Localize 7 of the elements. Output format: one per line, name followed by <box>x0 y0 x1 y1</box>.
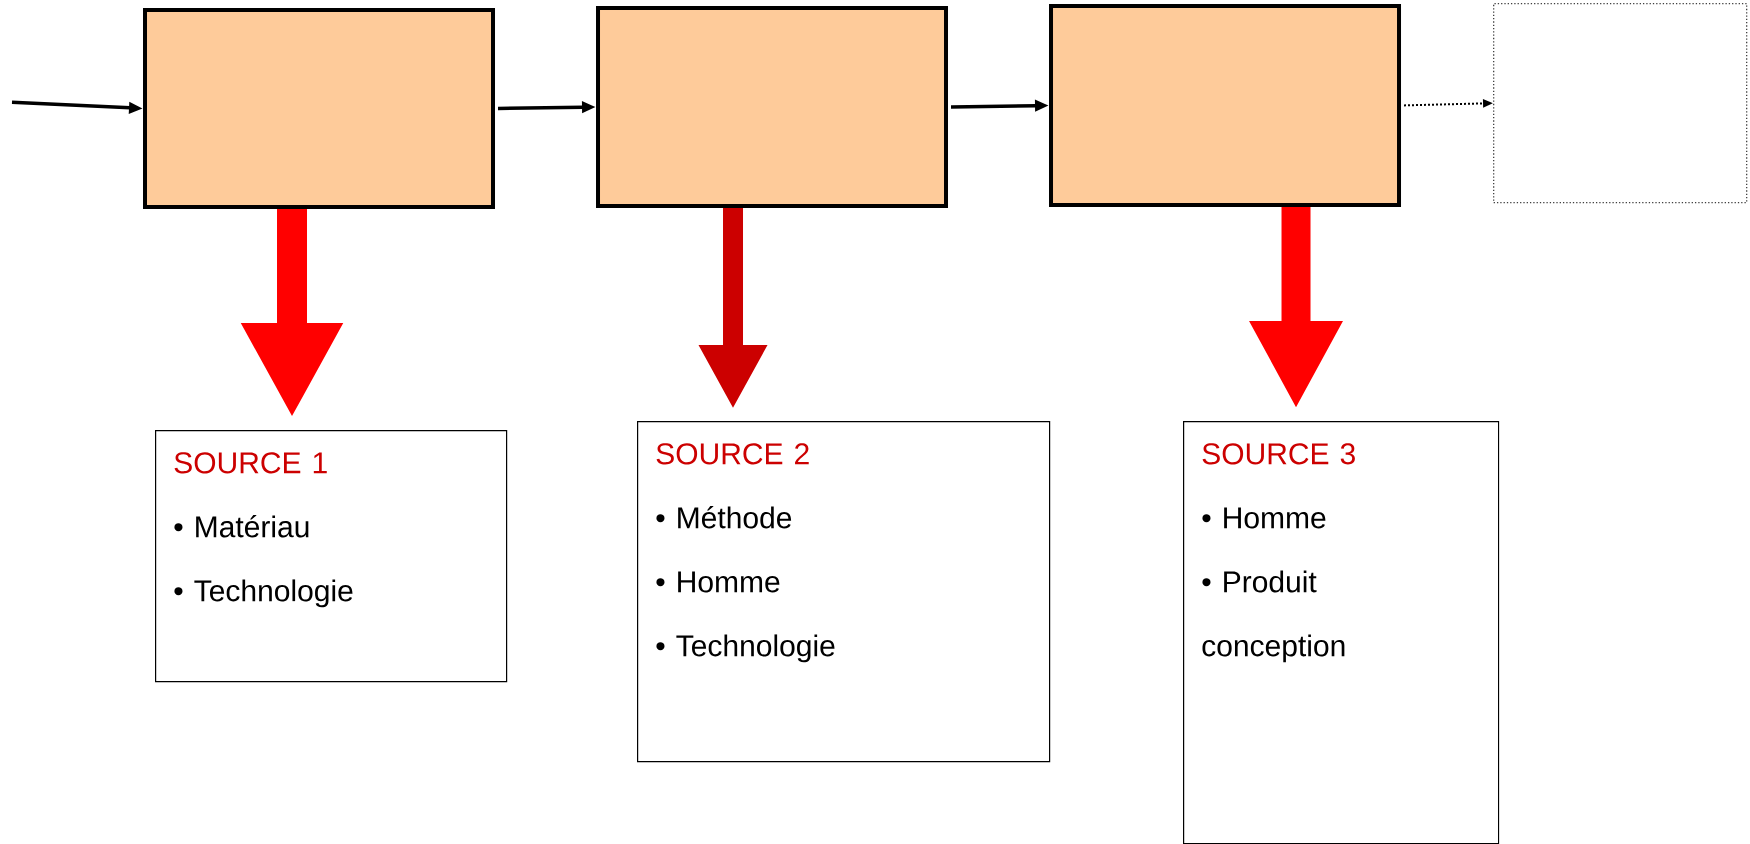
source-box: SOURCE 1 • Matériau • Technologie <box>155 430 508 683</box>
process-box <box>596 6 948 208</box>
source-box: SOURCE 3 • Homme • Produit conception <box>1183 421 1500 844</box>
source-box: SOURCE 2 • Méthode • Homme • Technologie <box>637 421 1051 763</box>
empty-box <box>1493 3 1748 204</box>
process-box <box>143 8 495 209</box>
process-box <box>1049 4 1401 207</box>
